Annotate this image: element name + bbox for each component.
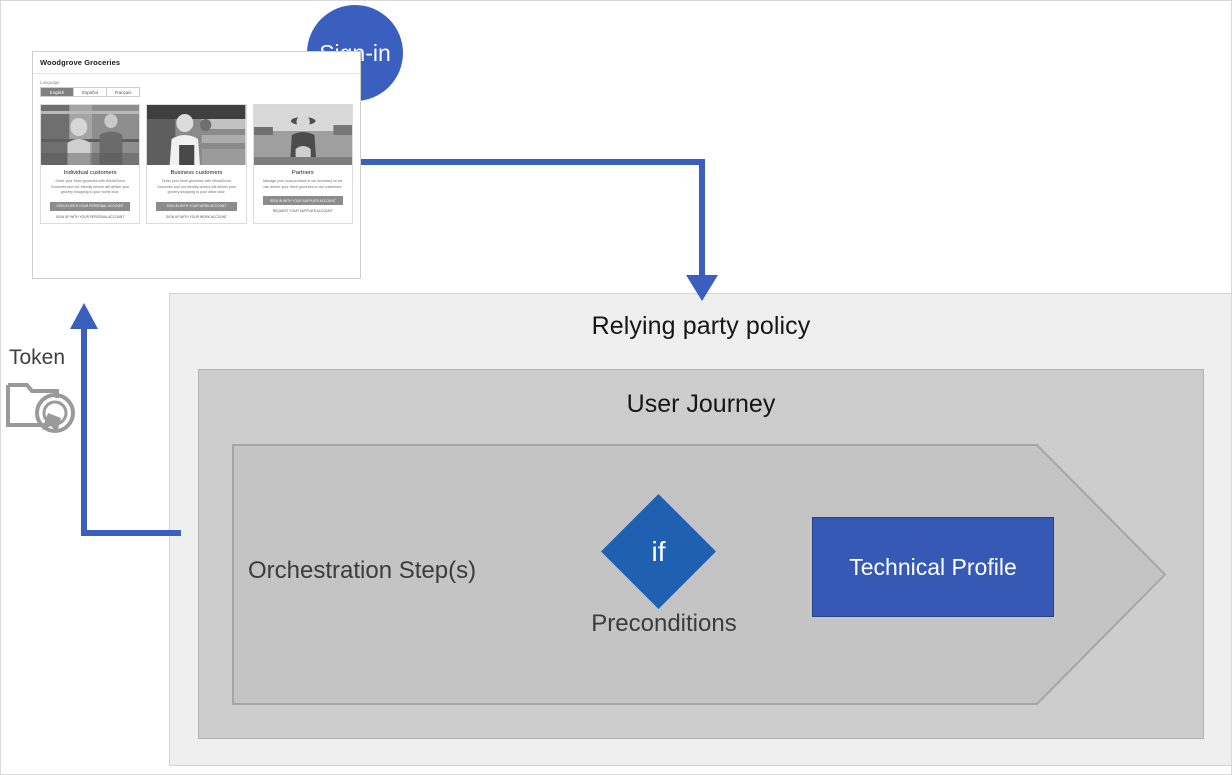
language-option-english[interactable]: English [41,88,74,96]
card-description: Order your fresh groceries with WoodGrov… [50,179,130,195]
card-description: Order your fresh groceries with WoodGrov… [157,179,236,195]
orchestration-chevron-shape [232,444,1167,705]
shopper-with-child-photo [41,105,140,165]
card-title: Individual customers [63,170,117,176]
audience-card[interactable]: Partners Manage your local produce in ou… [252,104,353,224]
sign-up-link[interactable]: REQUEST YOUR SUPPLIER ACCOUNT [272,209,333,214]
language-selector[interactable]: English Español Français [40,87,140,97]
signin-to-policy-arrow [353,149,723,309]
card-title: Partners [291,170,314,176]
browser-header: Woodgrove Groceries [33,52,360,74]
sign-in-button[interactable]: SIGN IN WITH YOUR SUPPLIER ACCOUNT [262,196,343,206]
preconditions-diamond-shape [601,494,716,609]
user-journey-title: User Journey [626,390,776,418]
certificate-token-icon [5,373,79,435]
sign-in-button[interactable]: SIGN IN WITH YOUR PERSONAL ACCOUNT [50,201,131,211]
sign-up-link[interactable]: SIGN UP WITH YOUR WORK ACCOUNT [166,214,227,219]
language-option-espanol[interactable]: Español [74,88,107,96]
sign-in-button[interactable]: SIGN IN WITH YOUR WORK ACCOUNT [156,201,237,211]
policy-to-token-arrow [69,297,187,541]
language-selector-label: Language [40,80,60,85]
technical-profile-box: Technical Profile [812,517,1054,617]
sign-up-link[interactable]: SIGN UP WITH YOUR PERSONAL ACCOUNT [55,214,125,219]
audience-card[interactable]: Individual customers Order your fresh gr… [40,104,141,224]
card-description: Manage your local produce in our invento… [263,179,343,189]
audience-card[interactable]: Business customers Order your fresh groc… [146,104,247,224]
card-title: Business customers [170,170,223,176]
relying-party-policy-title: Relying party policy [591,312,811,340]
browser-body: Language English Español Français [33,74,360,224]
preconditions-caption: Preconditions [591,610,737,637]
token-label: Token [9,346,66,369]
language-option-francais[interactable]: Français [107,88,139,96]
audience-cards-row: Individual customers Order your fresh gr… [40,104,353,224]
orchestration-steps-label: Orchestration Step(s) [248,557,477,584]
woodgrove-signin-page-mock[interactable]: Woodgrove Groceries Language English Esp… [32,51,361,279]
store-clerk-photo [147,105,246,165]
farmer-with-basket-photo [253,105,352,165]
site-brand-label: Woodgrove Groceries [40,58,121,67]
